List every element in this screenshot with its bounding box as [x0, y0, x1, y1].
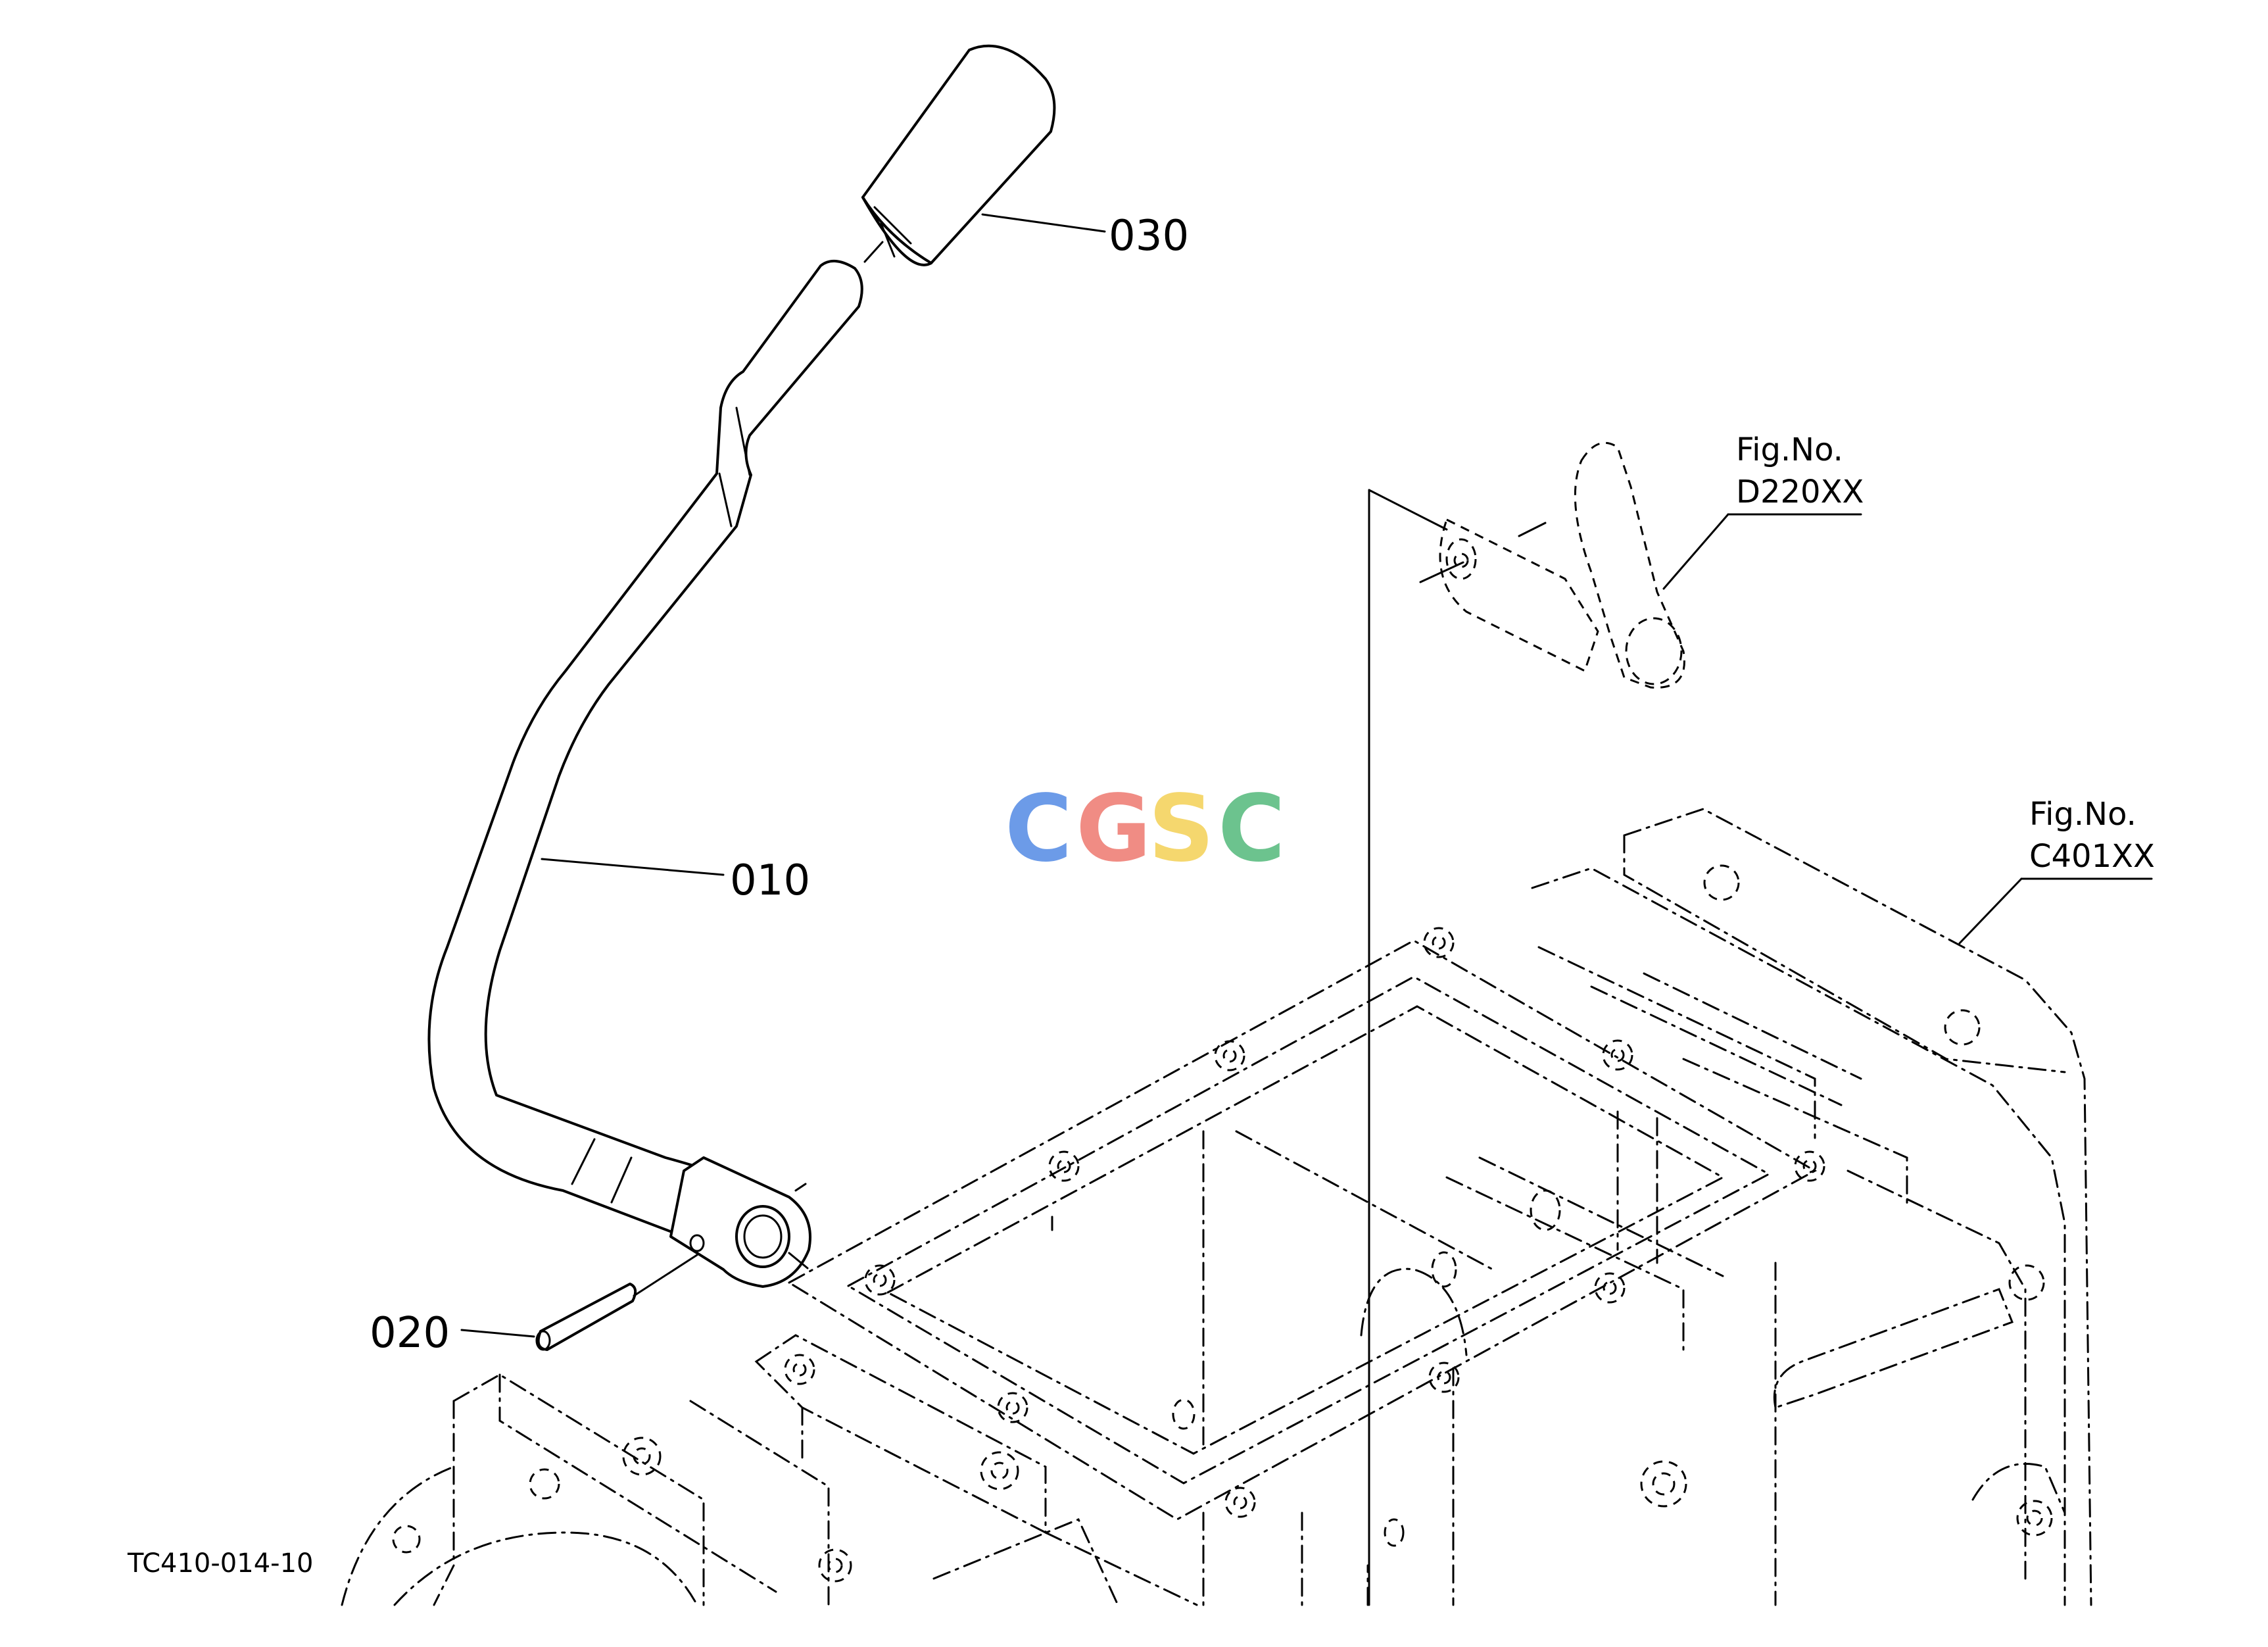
knob-030	[861, 44, 1056, 266]
fig-ref-number-1: D220XX	[1736, 474, 1864, 510]
drawing-code: TC410-014-10	[127, 1548, 313, 1579]
shift-fork-assembly	[1419, 441, 1685, 689]
fig-ref-label-1: Fig.No.	[1736, 431, 1843, 468]
watermark-letter-g: G	[1076, 775, 1151, 883]
lever-010	[427, 260, 863, 1288]
alignment-line	[1368, 489, 1448, 531]
fig-ref-number-2: C401XX	[2029, 838, 2155, 875]
knob-axis	[863, 241, 884, 263]
pin-020	[535, 1254, 698, 1351]
watermark-letter-s: S	[1148, 775, 1215, 883]
cgsc-watermark-logo: C G S C	[1005, 775, 1286, 883]
watermark-letter-c1: C	[1005, 775, 1073, 883]
part-number-010: 010	[730, 856, 810, 905]
leader-lines	[460, 213, 2153, 1338]
part-number-030: 030	[1109, 212, 1189, 260]
watermark-letter-c2: C	[1218, 775, 1286, 883]
fig-ref-label-2: Fig.No.	[2029, 796, 2136, 833]
part-number-020: 020	[370, 1309, 450, 1358]
